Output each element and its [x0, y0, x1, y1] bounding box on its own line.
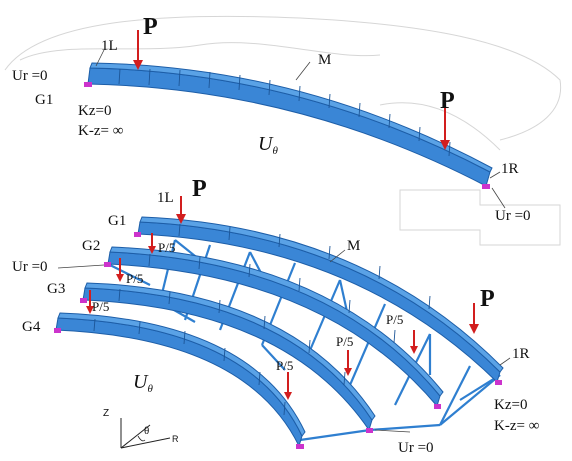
support-right — [482, 184, 490, 189]
p5-label-g3: P/5 — [92, 299, 109, 314]
top-label-g1: G1 — [35, 92, 53, 108]
p5-label-g2: P/5 — [126, 271, 143, 286]
bottom-label-1r: 1R — [512, 346, 530, 362]
bottom-ur-bottom: Ur =0 — [398, 440, 434, 456]
axis-z-label: Z — [103, 408, 109, 419]
top-label-1r: 1R — [501, 161, 519, 177]
support-left — [84, 82, 92, 87]
load-arrowhead-right — [440, 140, 450, 150]
girder-system — [54, 196, 511, 449]
top-load-left: P — [143, 14, 158, 40]
leader-ur-right — [491, 187, 506, 209]
p5-label-g2-right: P/5 — [336, 334, 353, 349]
load-arrowhead-left — [133, 60, 143, 70]
bottom-k-minus-z: K-z= ∞ — [494, 418, 539, 434]
girder-label-g2: G2 — [82, 238, 100, 254]
girder-stiffeners — [118, 68, 451, 157]
top-k-minus-z: K-z= ∞ — [78, 123, 123, 139]
support-g4-right — [296, 444, 304, 449]
leader-1r — [489, 171, 501, 179]
bottom-label-m: M — [347, 238, 360, 254]
top-kz: Kz=0 — [78, 103, 111, 119]
support-g1-left — [134, 232, 141, 237]
p5-label-g1-right: P/5 — [386, 312, 403, 327]
top-load-right: P — [440, 88, 455, 114]
p5-label-g3-right: P/5 — [276, 358, 293, 373]
girder-label-g4: G4 — [22, 319, 41, 335]
top-label-m: M — [318, 52, 331, 68]
p5-label-g1: P/5 — [158, 240, 175, 255]
girder-label-g1: G1 — [108, 213, 126, 229]
axis-r-label: R — [172, 434, 179, 444]
leader-m — [295, 61, 311, 81]
single-girder — [84, 30, 506, 209]
axis-theta-label: θ — [144, 425, 149, 437]
support-g1-right — [495, 380, 502, 385]
axes-triad: Z R θ — [103, 408, 179, 449]
bottom-kz: Kz=0 — [494, 397, 527, 413]
support-g2-right — [434, 404, 441, 409]
bottom-load-right: P — [480, 286, 495, 312]
top-ur-left: Ur =0 — [12, 68, 48, 84]
support-g3-right — [366, 428, 373, 433]
leader-1l — [95, 49, 105, 67]
support-g3-left — [80, 298, 87, 303]
top-label-1l: 1L — [101, 38, 118, 54]
background-sketch — [4, 15, 562, 246]
support-g4-left — [54, 328, 61, 333]
girder-stiffeners-bottom — [93, 223, 431, 416]
girder-label-g3: G3 — [47, 281, 65, 297]
bottom-load-left: P — [192, 176, 207, 202]
bottom-label-1l: 1L — [157, 190, 174, 206]
support-g2-left — [104, 262, 111, 267]
bottom-u-theta: Uθ — [133, 371, 153, 395]
bottom-ur-left: Ur =0 — [12, 259, 48, 275]
top-ur-right: Ur =0 — [495, 208, 531, 224]
top-u-theta: Uθ — [258, 133, 278, 157]
